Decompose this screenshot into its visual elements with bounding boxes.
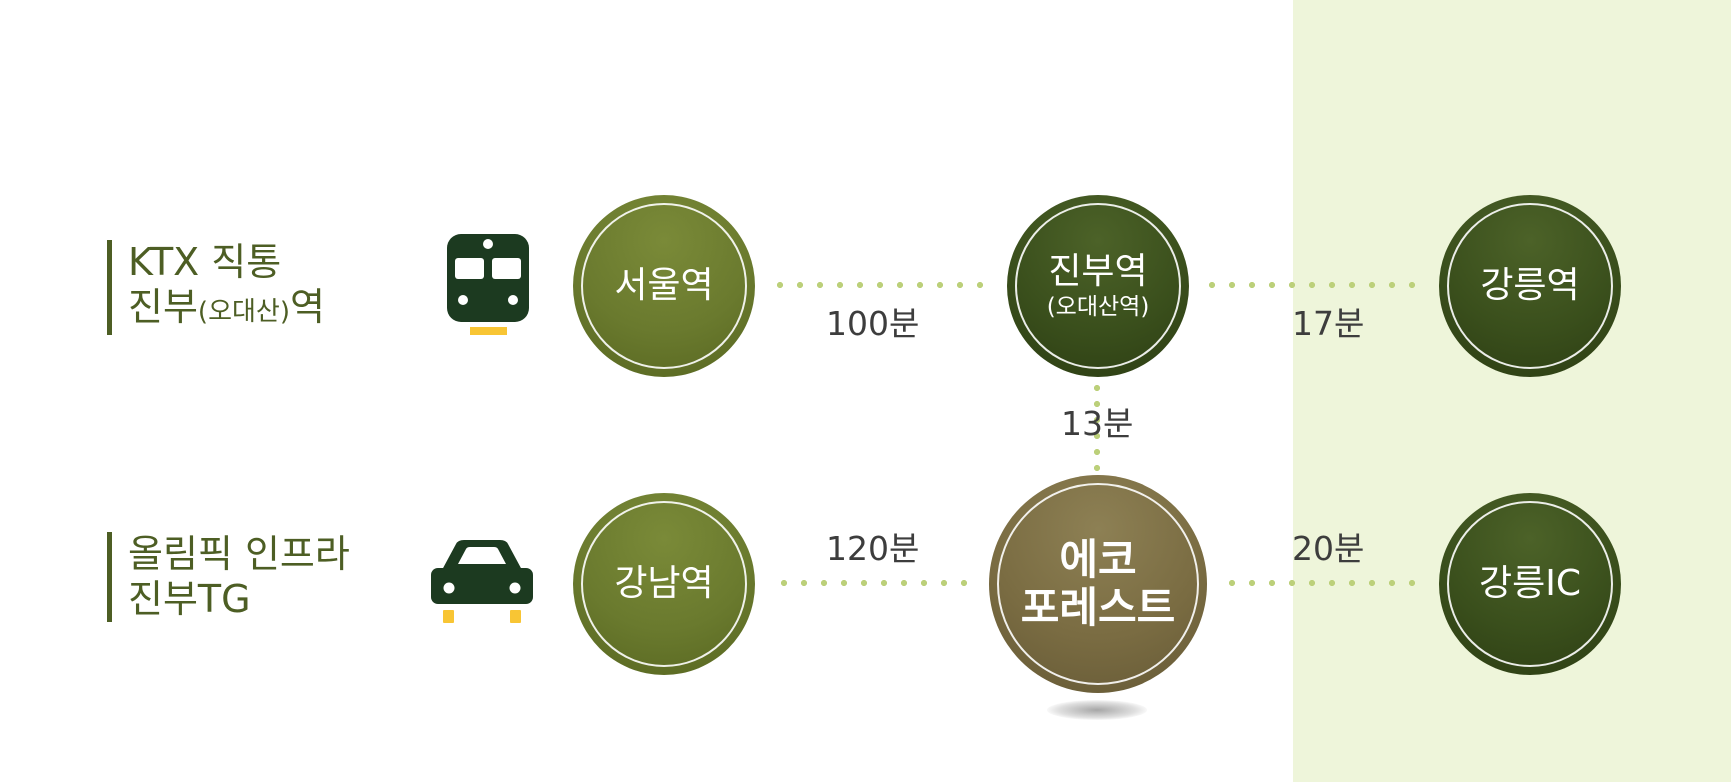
connector-eco-gangneung-ic <box>1222 580 1422 586</box>
eco-forest-line1: 에코 <box>1059 535 1137 584</box>
node-eco-forest: 에코 포레스트 <box>989 475 1207 693</box>
node-jinbu-subtitle: (오대산역) <box>1046 294 1150 320</box>
eco-forest-shadow <box>1047 700 1147 720</box>
ktx-label-station: 역 <box>289 285 325 329</box>
time-jinbu-gangneung: 17분 <box>1292 304 1365 343</box>
node-gangnam-station: 강남역 <box>573 493 755 675</box>
node-gangnam-label: 강남역 <box>614 563 714 604</box>
time-eco-gangneung-ic: 20분 <box>1292 529 1365 568</box>
node-jinbu-station: 진부역 (오대산역) <box>1007 195 1189 377</box>
node-gangneung-ic: 강릉IC <box>1439 493 1621 675</box>
node-seoul-label: 서울역 <box>614 265 714 306</box>
node-jinbu-title: 진부역 <box>1048 251 1148 292</box>
eco-forest-line2: 포레스트 <box>1020 583 1176 632</box>
ktx-label-line1: KTX 직통 <box>128 240 282 284</box>
connector-jinbu-gangneung <box>1202 282 1422 288</box>
node-jinbu-label: 진부역 (오대산역) <box>1047 251 1150 321</box>
ktx-label-jinbu: 진부 <box>128 285 198 329</box>
node-gangneung-label: 강릉역 <box>1480 265 1580 306</box>
car-label-line1: 올림픽 인프라 <box>128 532 350 576</box>
time-gangnam-eco: 120분 <box>826 529 920 568</box>
node-eco-forest-label: 에코 포레스트 <box>1021 536 1176 632</box>
node-gangneung-station: 강릉역 <box>1439 195 1621 377</box>
time-jinbu-eco: 13분 <box>1061 404 1134 443</box>
ktx-label-odaesan: (오대산) <box>197 297 290 327</box>
train-icon <box>447 234 529 335</box>
time-seoul-jinbu: 100분 <box>826 304 920 343</box>
ktx-label-line2: 진부(오대산)역 <box>128 285 325 335</box>
car-route-label: 올림픽 인프라 진부TG <box>107 532 350 622</box>
connector-jinbu-eco <box>1094 380 1100 472</box>
connector-seoul-jinbu <box>770 282 990 288</box>
node-seoul-station: 서울역 <box>573 195 755 377</box>
car-label-line2: 진부TG <box>128 577 251 621</box>
car-icon <box>431 540 533 623</box>
ktx-route-label: KTX 직통 진부(오대산)역 <box>107 240 325 335</box>
node-gangneung-ic-label: 강릉IC <box>1479 563 1581 604</box>
connector-gangnam-eco <box>774 580 974 586</box>
